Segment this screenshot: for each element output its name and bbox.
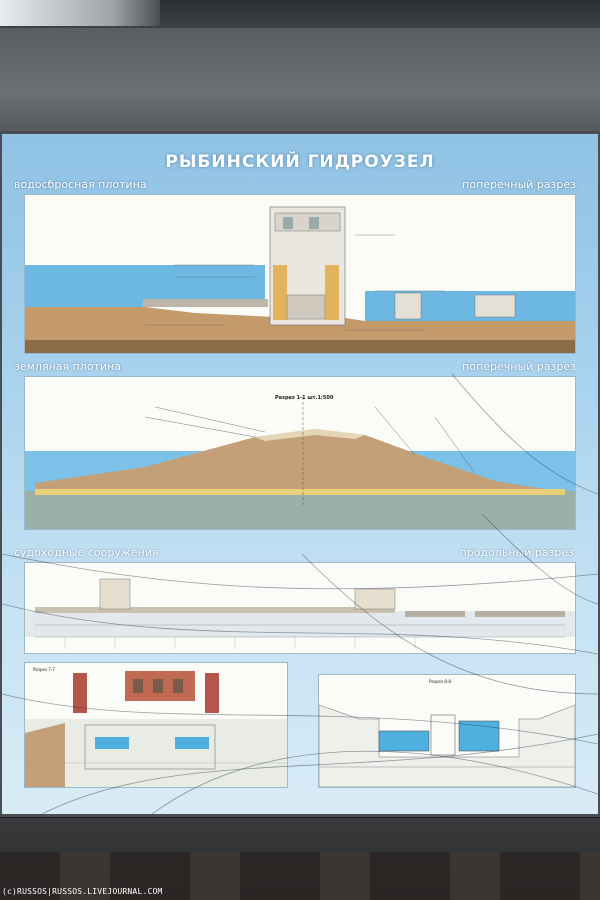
earth-dam-drawing: Разрез 1-1 шт.1:500 <box>24 376 576 530</box>
lock-cross-section-8: Разрез 8-8 <box>318 674 576 788</box>
lock-cross-section-7: Разрез 7-7 <box>24 662 288 788</box>
chairs-row <box>0 852 600 900</box>
spillway-dam-drawing <box>24 194 576 354</box>
lock-longitudinal-drawing <box>24 562 576 654</box>
display-board: РЫБИНСКИЙ ГИДРОУЗЕЛ водосбросная плотина… <box>2 134 598 814</box>
lock-section-7-label: Разрез 7-7 <box>33 667 55 672</box>
ceiling-light <box>0 0 160 26</box>
spillway-dam-svg <box>25 206 575 353</box>
section-title-spillway-dam: водосбросная плотина <box>14 178 147 191</box>
lock-section-7-svg <box>25 671 287 787</box>
section-title-earth-dam: земляная плотина <box>14 360 122 373</box>
photo-caption: (c)RUSSOS|RUSSOS.LIVEJOURNAL.COM <box>2 887 163 896</box>
earth-dam-section-label: Разрез 1-1 шт.1:500 <box>275 395 334 401</box>
section-title-navigation: судоходные сооружения <box>14 546 159 559</box>
wall <box>0 28 600 138</box>
ceiling <box>0 0 600 28</box>
section-subtitle-navigation: продольный разрез <box>459 546 574 559</box>
lock-longitudinal-svg <box>25 578 575 649</box>
lock-section-8-svg <box>319 704 575 787</box>
board-title: РЫБИНСКИЙ ГИДРОУЗЕЛ <box>165 152 435 172</box>
section-subtitle-earth-dam: поперечный разрез <box>462 360 576 373</box>
lock-section-8-label: Разрез 8-8 <box>429 679 451 684</box>
section-subtitle-spillway: поперечный разрез <box>462 178 576 191</box>
earth-dam-svg <box>25 397 575 529</box>
